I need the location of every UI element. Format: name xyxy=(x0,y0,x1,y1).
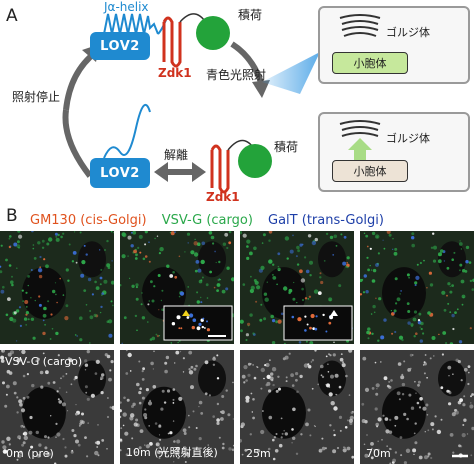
cargo-micrograph-0: 0m (pre) VSV-G (cargo) xyxy=(0,350,114,464)
blue-light-wedge xyxy=(262,52,320,94)
legend-galt: GalT (trans-Golgi) xyxy=(268,213,384,228)
j-alpha-helix-zigzag xyxy=(103,13,159,35)
golgi-bottom-label: ゴルジ体 xyxy=(386,132,430,145)
merged-micrograph-0 xyxy=(0,231,114,344)
lov2-top-box: LOV2 xyxy=(90,32,150,60)
cargo-top-circle xyxy=(196,16,230,50)
stop-irradiation-label: 照射停止 xyxy=(12,90,61,104)
inset-top-box: ゴルジ体 小胞体 xyxy=(318,6,470,84)
blue-light-label: 青色光照射 xyxy=(206,68,267,82)
zdk1-bottom-label: Zdk1 xyxy=(206,190,240,204)
cycle-arrow-left-down xyxy=(62,109,93,178)
golgi-top-icon xyxy=(339,14,381,37)
panel-b-letter: B xyxy=(6,206,18,226)
cargo-micrograph-2: 25m xyxy=(240,350,354,464)
dissociation-arrow-left xyxy=(154,162,168,182)
timepoint-label-2: 25m xyxy=(246,447,271,460)
zdk1-bottom-shape xyxy=(210,144,230,194)
legend-row: GM130 (cis-Golgi) VSV-G (cargo) GalT (tr… xyxy=(30,209,384,228)
vesicle-bottom: 小胞体 xyxy=(332,160,408,182)
timepoint-label-1: 10m (光照射直後) xyxy=(126,446,218,459)
unfolded-helix-tail xyxy=(103,103,151,159)
zdk1-top-shape xyxy=(162,16,182,68)
merged-micrograph-3 xyxy=(360,231,474,344)
inset-bottom-box: ゴルジ体 小胞体 xyxy=(318,112,470,192)
timepoint-label-0: 0m (pre) xyxy=(6,447,54,460)
lov2-bottom-box: LOV2 xyxy=(90,158,150,188)
merged-micrograph-2 xyxy=(240,231,354,344)
legend-gm130: GM130 (cis-Golgi) xyxy=(30,213,147,228)
j-alpha-helix-label: Jα-helix xyxy=(104,0,149,14)
panel-a-letter: A xyxy=(6,6,18,26)
golgi-top-label: ゴルジ体 xyxy=(386,26,430,39)
merged-micrograph-1 xyxy=(120,231,234,344)
cargo-bottom-circle xyxy=(238,144,272,178)
dissociation-label: 解離 xyxy=(164,148,189,162)
cycle-arrow-left-up xyxy=(63,49,98,111)
legend-vsvg: VSV-G (cargo) xyxy=(161,213,253,228)
timepoint-label-3: 70m xyxy=(366,447,391,460)
dissociation-arrow-right xyxy=(192,162,206,182)
cargo-micrograph-1: 10m (光照射直後) xyxy=(120,350,234,464)
cargo-micrograph-3: 70m xyxy=(360,350,474,464)
cargo-bottom-label: 積荷 xyxy=(274,140,299,154)
golgi-bottom-icon xyxy=(339,120,381,166)
cargo-row-label: VSV-G (cargo) xyxy=(5,355,83,368)
cargo-top-label: 積荷 xyxy=(238,8,263,22)
zdk1-top-label: Zdk1 xyxy=(158,66,192,80)
vesicle-top: 小胞体 xyxy=(332,52,408,74)
